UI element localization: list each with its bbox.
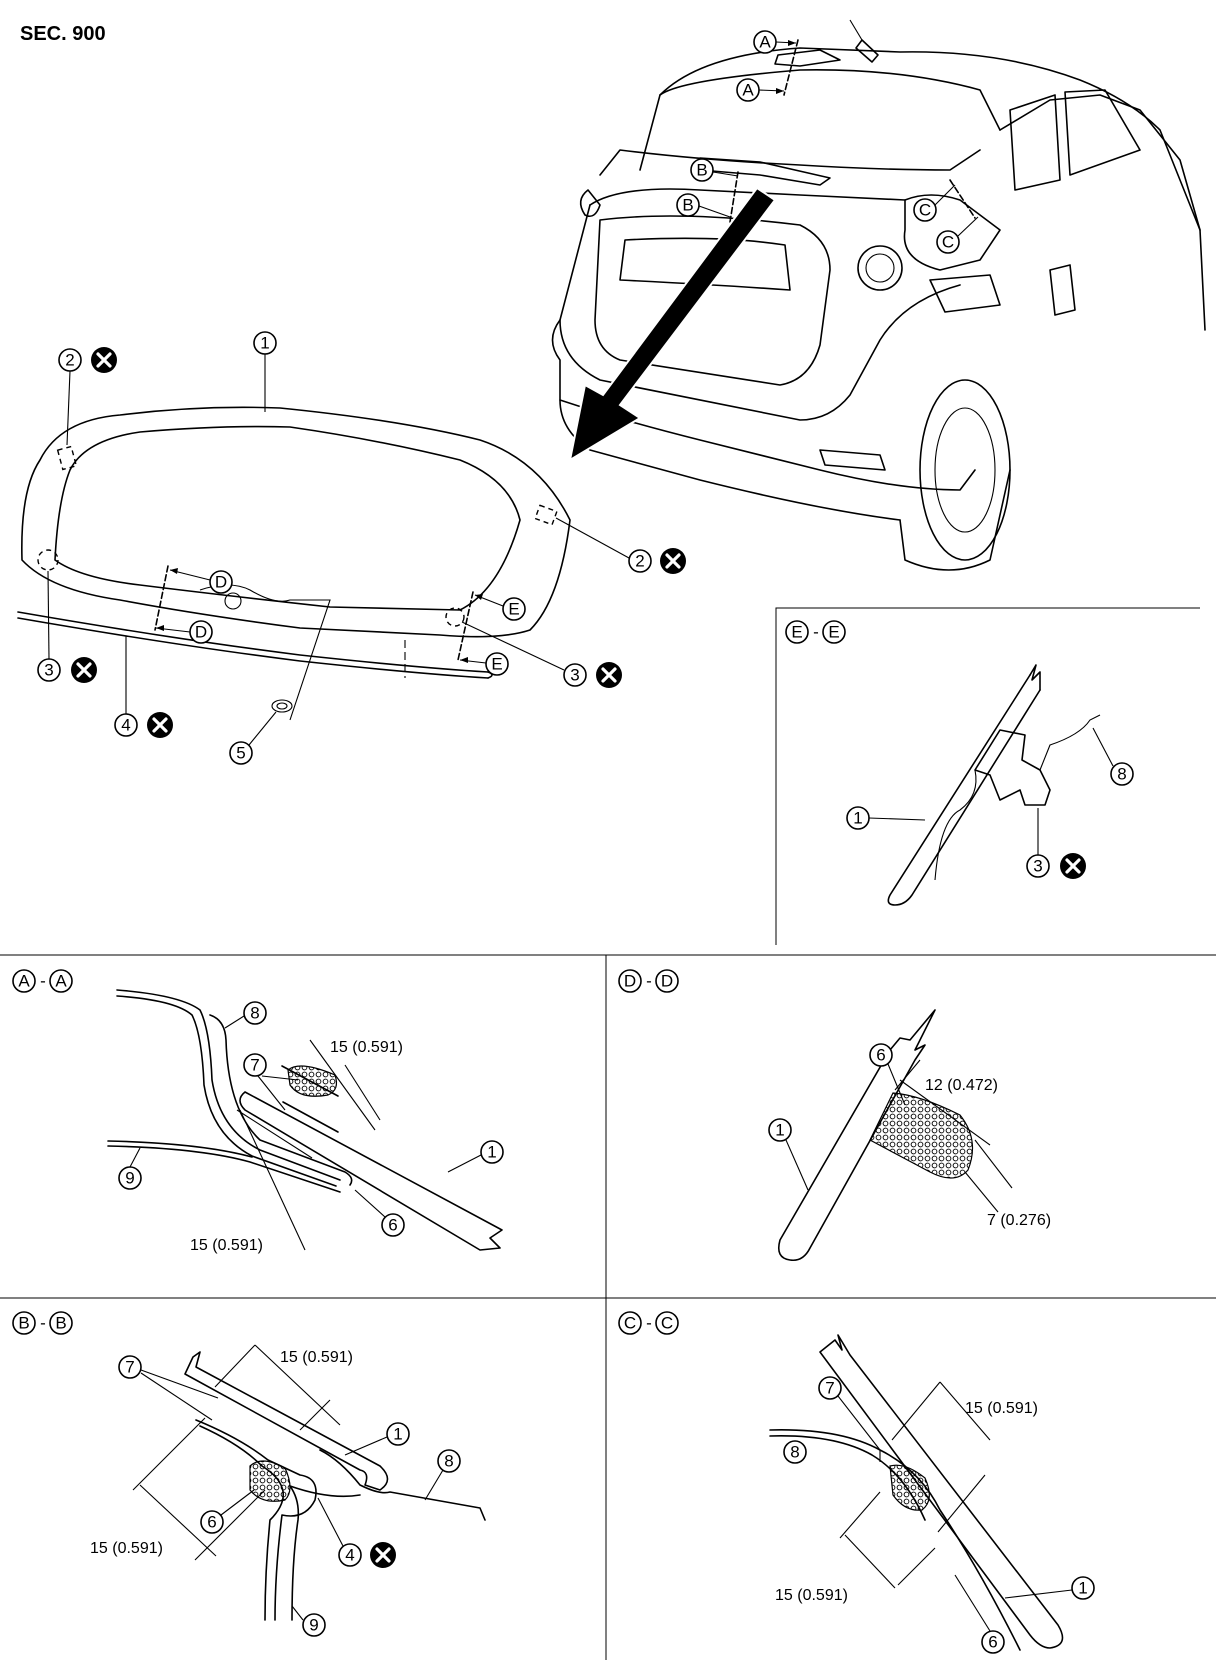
- svg-text:8: 8: [1117, 765, 1126, 784]
- callout-1-glass: 1: [253, 331, 277, 412]
- dim-d-12: 12 (0.472): [925, 1077, 998, 1094]
- callout-d-upper: D: [169, 568, 233, 594]
- callout-2-left: 2: [58, 345, 119, 446]
- callout-3-right: 3: [461, 621, 624, 690]
- callout-4-molding: 4: [114, 636, 175, 740]
- do-not-reuse-x-icon: [368, 1540, 398, 1570]
- svg-text:B: B: [696, 161, 707, 180]
- do-not-reuse-x-icon: [89, 345, 119, 375]
- callout-a-upper: A: [753, 30, 797, 54]
- svg-text:1: 1: [1078, 1579, 1087, 1598]
- svg-text:1: 1: [393, 1425, 402, 1444]
- svg-text:4: 4: [345, 1546, 354, 1565]
- svg-text:1: 1: [853, 809, 862, 828]
- svg-text:E: E: [491, 655, 502, 674]
- svg-text:8: 8: [250, 1004, 259, 1023]
- section-b-b-panel: B - B 15 (0.591) 15 (0.591) 7 1 8 6 4: [12, 1311, 486, 1637]
- svg-text:3: 3: [44, 661, 53, 680]
- dim-d-7: 7 (0.276): [987, 1212, 1051, 1229]
- svg-text:A: A: [759, 33, 771, 52]
- svg-text:B: B: [18, 1314, 29, 1333]
- dim-b-upper: 15 (0.591): [280, 1349, 353, 1366]
- svg-text:C: C: [919, 201, 931, 220]
- callout-e-lower: E: [459, 652, 509, 676]
- svg-text:C: C: [942, 233, 954, 252]
- svg-text:E: E: [791, 623, 802, 642]
- svg-text:9: 9: [309, 1616, 318, 1635]
- do-not-reuse-x-icon: [1058, 851, 1088, 881]
- vehicle-rear-view: [551, 19, 1206, 571]
- callout-e-upper: E: [474, 594, 526, 621]
- do-not-reuse-x-icon: [594, 660, 624, 690]
- svg-text:3: 3: [570, 666, 579, 685]
- section-label: SEC. 900: [20, 23, 106, 45]
- callout-a-lower: A: [736, 78, 785, 102]
- svg-text:-: -: [813, 623, 819, 642]
- back-door-glass-assembly: [17, 406, 571, 721]
- svg-text:5: 5: [236, 744, 245, 763]
- svg-text:-: -: [646, 972, 652, 991]
- svg-text:7: 7: [125, 1358, 134, 1377]
- svg-text:2: 2: [635, 552, 644, 571]
- section-d-d-panel: D - D 12 (0.472) 7 (0.276) 1 6: [618, 969, 1051, 1262]
- svg-text:1: 1: [260, 334, 269, 353]
- dim-a-upper: 15 (0.591): [330, 1039, 403, 1056]
- section-c-c-panel: C - C 15 (0.591) 15 (0.591) 7 8 1 6: [618, 1311, 1095, 1654]
- dim-c-upper: 15 (0.591): [965, 1400, 1038, 1417]
- svg-text:6: 6: [876, 1046, 885, 1065]
- callout-c-upper: C: [913, 184, 956, 222]
- do-not-reuse-x-icon: [145, 710, 175, 740]
- svg-text:7: 7: [250, 1056, 259, 1075]
- callout-5-grommet: 5: [229, 711, 277, 765]
- svg-text:1: 1: [487, 1143, 496, 1162]
- svg-text:C: C: [661, 1314, 673, 1333]
- svg-text:E: E: [828, 623, 839, 642]
- svg-text:E: E: [508, 600, 519, 619]
- svg-text:D: D: [661, 972, 673, 991]
- svg-text:C: C: [624, 1314, 636, 1333]
- callout-c-lower: C: [936, 216, 979, 254]
- callout-b-lower: B: [676, 193, 731, 218]
- callout-d-lower: D: [155, 620, 213, 644]
- svg-text:4: 4: [121, 716, 130, 735]
- svg-text:D: D: [195, 623, 207, 642]
- callout-2-right: 2: [555, 517, 688, 576]
- section-a-a-panel: A - A 15 (0.591) 15 (0.591) 8 7 1 9 6: [12, 969, 504, 1254]
- svg-text:1: 1: [775, 1121, 784, 1140]
- svg-text:-: -: [40, 1314, 46, 1333]
- dim-c-lower: 15 (0.591): [775, 1587, 848, 1604]
- svg-text:-: -: [646, 1314, 652, 1333]
- svg-text:A: A: [55, 972, 67, 991]
- do-not-reuse-x-icon: [69, 655, 99, 685]
- svg-text:B: B: [682, 196, 693, 215]
- svg-text:B: B: [55, 1314, 66, 1333]
- svg-text:8: 8: [790, 1443, 799, 1462]
- svg-text:9: 9: [125, 1169, 134, 1188]
- callout-3-left: 3: [37, 570, 99, 685]
- svg-text:A: A: [742, 81, 754, 100]
- svg-text:D: D: [624, 972, 636, 991]
- dim-b-lower: 15 (0.591): [90, 1540, 163, 1557]
- svg-text:3: 3: [1033, 857, 1042, 876]
- svg-text:D: D: [215, 573, 227, 592]
- svg-text:2: 2: [65, 351, 74, 370]
- svg-text:7: 7: [825, 1379, 834, 1398]
- svg-text:8: 8: [444, 1452, 453, 1471]
- svg-text:6: 6: [388, 1216, 397, 1235]
- dim-a-lower: 15 (0.591): [190, 1237, 263, 1254]
- svg-text:6: 6: [988, 1633, 997, 1652]
- section-e-e-panel: E - E 1 8 3: [775, 607, 1200, 945]
- svg-text:A: A: [18, 972, 30, 991]
- callout-b-upper: B: [690, 158, 739, 182]
- svg-text:-: -: [40, 972, 46, 991]
- do-not-reuse-x-icon: [658, 546, 688, 576]
- svg-text:6: 6: [207, 1513, 216, 1532]
- direction-arrow-icon: [568, 186, 777, 463]
